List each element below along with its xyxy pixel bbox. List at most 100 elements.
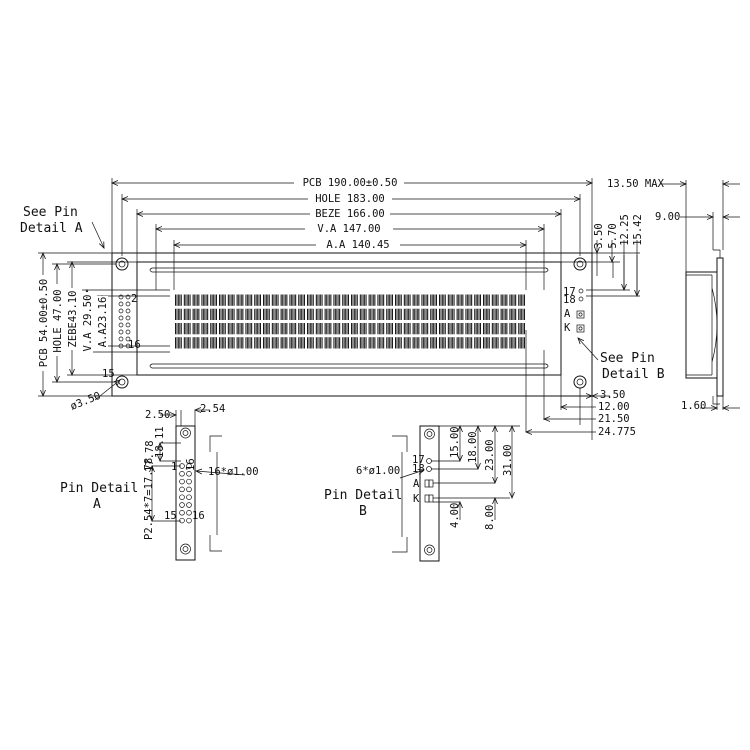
character-cell (263, 323, 270, 335)
character-cell (342, 323, 349, 335)
character-cell (227, 337, 235, 349)
character-cell (289, 294, 297, 306)
character-cell (236, 337, 244, 349)
character-cell (254, 337, 261, 349)
character-cell (377, 337, 385, 349)
character-cell (289, 337, 297, 349)
character-cell (280, 308, 288, 320)
character-cell (210, 308, 217, 320)
character-cell (342, 294, 349, 306)
pin-b-17: 17 (412, 454, 425, 466)
character-cell (439, 337, 446, 349)
character-cell (518, 294, 525, 306)
dim-right-15-42: 15.42 (632, 214, 644, 246)
character-cell (280, 337, 288, 349)
dim-hole-width: HOLE 183.00 (315, 193, 385, 205)
dim-b-31-00: 31.00 (502, 444, 514, 476)
bezel-outline (136, 261, 562, 376)
see-pin-a-line2: Detail A (20, 221, 83, 236)
pin-a-15: 15 (164, 510, 177, 522)
pin-header-b (576, 288, 585, 333)
character-cell (430, 308, 437, 320)
character-cell (430, 323, 437, 335)
see-pin-b-leader (578, 338, 599, 361)
character-cell (245, 323, 253, 335)
pin-hole-detail (179, 494, 185, 500)
pin-detail-b-title: Pin Detail (324, 488, 402, 503)
character-cell (324, 308, 332, 320)
character-cell (315, 323, 323, 335)
character-cell (245, 337, 253, 349)
character-cell (412, 308, 420, 320)
pin-hole (125, 294, 131, 300)
see-pin-b-line1: See Pin (600, 351, 655, 366)
character-cell (447, 308, 455, 320)
character-cell (271, 323, 279, 335)
pin-hole (125, 336, 131, 342)
character-cell (483, 294, 490, 306)
character-cell (183, 323, 191, 335)
character-cell (263, 337, 270, 349)
character-cell (491, 308, 499, 320)
character-cell (359, 337, 367, 349)
pin-hole-detail (186, 471, 192, 477)
character-cell (342, 308, 349, 320)
front-view: 2 16 15 17 18 A K PCB 190.00±0.50 (20, 176, 665, 440)
character-cell (430, 337, 437, 349)
character-cell (430, 294, 437, 306)
character-cell (509, 337, 517, 349)
character-cell (315, 337, 323, 349)
pin-hole-detail (179, 478, 185, 485)
character-cell (359, 308, 367, 320)
character-cell (386, 308, 393, 320)
pin-hole (118, 322, 124, 328)
side-view (660, 180, 740, 410)
pin-hole (118, 301, 124, 307)
pin-hole (125, 329, 131, 335)
dim-bezel-height: ZEBE43.10 (67, 291, 79, 348)
dim-aa-width: A.A 140.45 (326, 239, 389, 251)
character-cell (500, 308, 508, 320)
character-cell (351, 323, 358, 335)
character-cell (298, 337, 305, 349)
mounting-holes (115, 257, 587, 389)
character-cell (324, 294, 332, 306)
height-dimensions (37, 253, 170, 396)
pin-header-a (118, 294, 131, 349)
dim-aa-height: A.A23.16 (97, 297, 109, 348)
dim-va-width: V.A 147.00 (317, 223, 380, 235)
bezel-rail-bottom (149, 363, 549, 369)
pin-hole (125, 315, 131, 321)
character-cell (500, 294, 508, 306)
character-cell (518, 308, 525, 320)
character-cell (368, 337, 376, 349)
character-cell (227, 308, 235, 320)
character-cell (201, 337, 209, 349)
character-cell (465, 337, 473, 349)
character-cell (289, 308, 297, 320)
character-cell (210, 323, 217, 335)
side-pcb (716, 257, 724, 397)
character-cell (518, 323, 525, 335)
character-cell (315, 308, 323, 320)
character-cell (439, 323, 446, 335)
character-cell (368, 323, 376, 335)
character-cell (500, 337, 508, 349)
character-cell (474, 308, 481, 320)
character-cell (227, 294, 235, 306)
pin-b-k: K (413, 493, 420, 505)
pin-label-a: A (564, 308, 571, 320)
character-cell (509, 294, 517, 306)
character-cell (236, 308, 244, 320)
dim-hole-height: HOLE 47.00 (52, 289, 64, 352)
character-cell (271, 294, 279, 306)
character-cell (210, 294, 217, 306)
pin-detail-a-letter: A (93, 497, 101, 512)
character-cell (474, 323, 481, 335)
character-cell (324, 337, 332, 349)
character-cell (456, 294, 464, 306)
pcb-outline (111, 252, 593, 397)
character-cell (201, 294, 209, 306)
character-cell (183, 337, 191, 349)
